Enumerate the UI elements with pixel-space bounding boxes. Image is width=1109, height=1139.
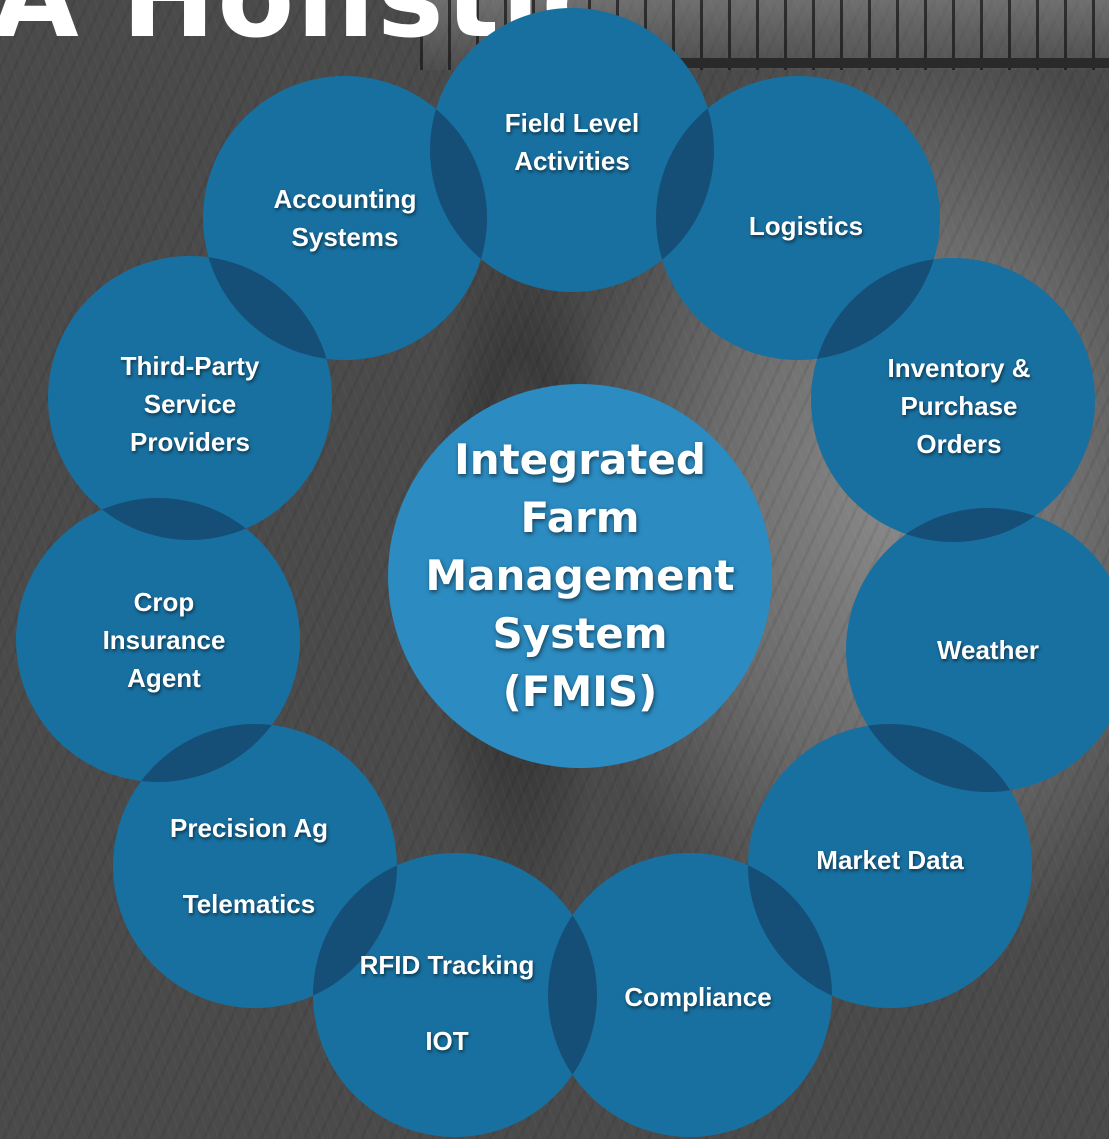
node-label-line: Providers [130, 427, 250, 457]
node-label-line: Logistics [748, 211, 864, 241]
node-label-line: Inventory & [887, 353, 1031, 383]
node-label-line: Precision Ag [170, 813, 328, 843]
node-logistics: Logistics [676, 126, 936, 326]
node-label-line: Crop [133, 587, 195, 617]
node-label-line: Orders [916, 429, 1002, 459]
node-circle-crop-insurance-agent [16, 498, 300, 782]
bridge-deck [640, 58, 1109, 68]
overlap-market-data [748, 853, 832, 1008]
node-label-line: Accounting [273, 184, 417, 214]
node-label-line: Service [143, 389, 237, 419]
node-label-line: Market Data [816, 845, 964, 875]
node-label-line: Insurance [102, 625, 226, 655]
node-circle-field-level-activities [430, 8, 714, 292]
node-label-line: IOT [425, 1026, 469, 1056]
node-market-data: Market Data [760, 760, 1020, 960]
overlap-third-party-service-providers [203, 256, 332, 360]
node-label-line: Compliance [624, 982, 772, 1012]
node-compliance: Compliance [568, 897, 828, 1097]
node-weather: Weather [858, 550, 1109, 750]
node-label-line: RFID Tracking [359, 950, 535, 980]
node-label-line: Agent [127, 663, 201, 693]
node-precision-ag-telematics: Precision Ag Telematics [119, 766, 379, 966]
overlap-rfid-iot [313, 853, 397, 1008]
overlap-logistics [811, 258, 940, 360]
node-circle-weather [846, 508, 1109, 792]
node-label-line: Weather [936, 635, 1040, 665]
node-label-line: Telematics [182, 889, 316, 919]
node-label-line: Activities [514, 146, 630, 176]
node-label-line: Purchase [900, 391, 1018, 421]
center-circle [388, 384, 772, 768]
node-label-line: Systems [291, 222, 399, 252]
node-label-line: Field Level [504, 108, 640, 138]
center-label: Integrated Farm Management System (FMIS) [425, 435, 735, 716]
node-label-line: Third-Party [120, 351, 260, 381]
